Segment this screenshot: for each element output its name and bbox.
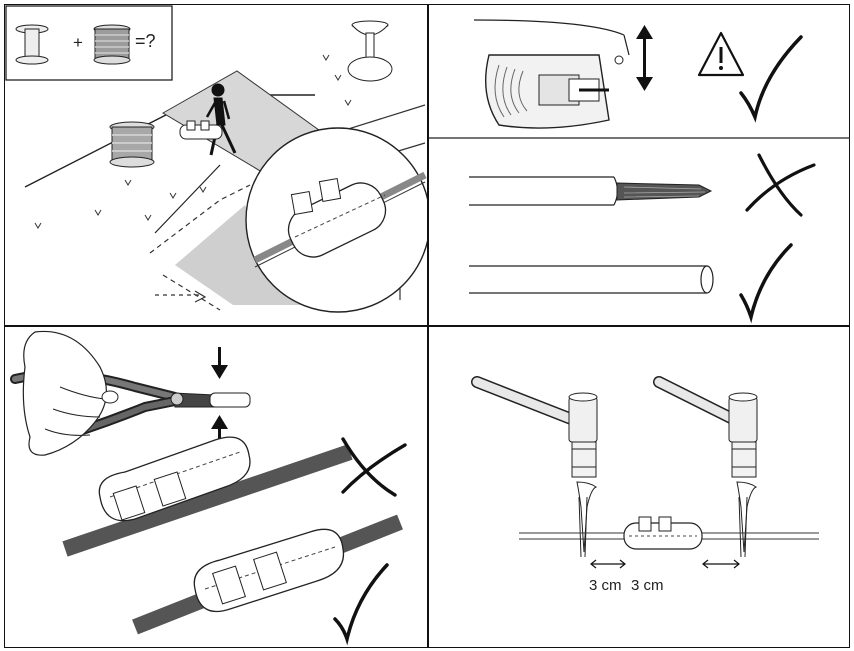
- empty-spool-icon: [15, 24, 49, 65]
- peg-left: [571, 441, 598, 558]
- dimension-label-right: 3 cm: [631, 577, 664, 594]
- hammer-left: [471, 376, 598, 443]
- birdbath: [347, 20, 393, 82]
- wire-preparation-illustration: [429, 19, 850, 324]
- inset-plus-sign: +: [73, 33, 83, 52]
- charging-station-illustration: [473, 19, 630, 129]
- panel-crimp-connector: [5, 327, 427, 647]
- check-mark-icon: [333, 563, 389, 646]
- inset-equals-question: =?: [135, 31, 156, 51]
- up-down-arrow: [636, 25, 653, 91]
- dimension-label-left: 3 cm: [589, 577, 622, 594]
- wire-spool-icon: [93, 24, 131, 65]
- warning-triangle-icon: [697, 31, 745, 77]
- panel-peg-placement: 3 cm 3 cm: [429, 327, 850, 647]
- wire-connector: [623, 516, 703, 550]
- cross-mark-icon: [341, 437, 407, 497]
- dimension-arrow-left: [590, 559, 626, 569]
- peg-right: [731, 441, 758, 558]
- small-connector: [179, 120, 223, 140]
- lawn-scene-illustration: [5, 5, 427, 313]
- check-mark-icon: [739, 35, 803, 123]
- hammer-right: [653, 376, 758, 443]
- hand-illustration: [22, 330, 119, 456]
- frayed-wire-illustration: [469, 176, 713, 206]
- clean-cut-wire-illustration: [469, 265, 714, 294]
- press-up-arrow: [211, 415, 228, 447]
- peg-placement-illustration: [471, 376, 819, 569]
- incorrect-crimp-illustration: [62, 436, 353, 557]
- magnified-connector-callout: [245, 127, 427, 313]
- check-mark-icon: [739, 243, 793, 324]
- dimension-arrow-right: [702, 559, 740, 569]
- correct-crimp-illustration: [132, 514, 403, 635]
- panel-lawn-splice: + =?: [5, 5, 427, 325]
- horizontal-divider: [4, 325, 850, 327]
- panel-wire-preparation: [429, 5, 850, 325]
- cross-mark-icon: [745, 153, 816, 217]
- press-down-arrow: [211, 347, 228, 379]
- crimp-connector-illustration: [10, 330, 407, 646]
- spool-on-lawn: [109, 121, 155, 168]
- grass-tufts: [34, 54, 352, 229]
